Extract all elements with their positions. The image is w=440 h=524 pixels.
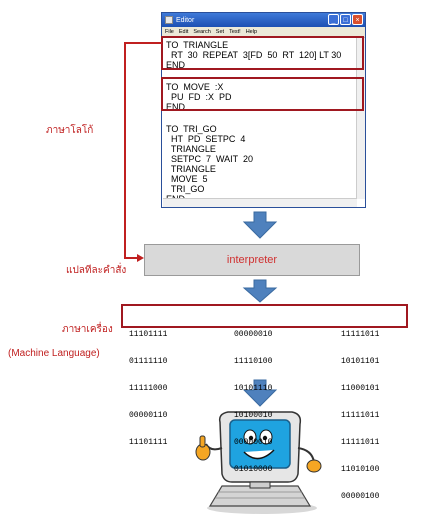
code-line: TO TRI_GO: [166, 124, 217, 134]
interpreter-box: interpreter: [144, 244, 360, 276]
menu-help[interactable]: Help: [245, 29, 257, 35]
machine-code-line: 00000010: [234, 438, 273, 447]
machine-code-line: 10100010: [234, 411, 273, 420]
code-line: MOVE 5: [166, 174, 208, 184]
minimize-button[interactable]: _: [328, 14, 339, 25]
close-button[interactable]: ×: [352, 14, 363, 25]
code-line: HT PD SETPC 4: [166, 134, 246, 144]
down-arrow-icon: [242, 379, 278, 407]
translate-each-command-label: แปลทีละคำสั่ง: [66, 265, 127, 276]
menu-edit[interactable]: Edit: [178, 29, 189, 35]
down-arrow-icon: [242, 211, 278, 239]
machine-code-line: 11101111: [129, 330, 168, 339]
menu-search[interactable]: Search: [193, 29, 211, 35]
machine-code-line: 01111110: [129, 357, 168, 366]
code-line: TRIANGLE: [166, 144, 216, 154]
machine-code-column: 11111011 10101101 11000101 11111011 1111…: [341, 312, 379, 510]
machine-code-highlight: [121, 304, 408, 328]
horizontal-scrollbar[interactable]: [163, 198, 357, 207]
menu-test[interactable]: Test!: [229, 29, 241, 35]
connector-line: [124, 257, 138, 259]
computer-mascot-icon: [195, 411, 322, 514]
highlight-triangle-procedure: [161, 36, 364, 70]
vertical-scrollbar[interactable]: [356, 38, 365, 199]
code-line: TO TRIANGLE: [166, 40, 229, 50]
code-line: END: [166, 102, 186, 112]
machine-code-line: 11000101: [341, 384, 380, 393]
machine-code-line: 00000110: [129, 411, 168, 420]
highlight-move-procedure: [161, 77, 364, 111]
connector-arrowhead: [137, 254, 144, 262]
machine-code-line: 10101110: [234, 384, 273, 393]
menu-file[interactable]: File: [165, 29, 174, 35]
code-editor[interactable]: TO TRIANGLE RT 30 REPEAT 3[FD 50 RT 120]…: [163, 38, 357, 204]
machine-language-thai-label: ภาษาเครื่อง: [62, 324, 113, 335]
editor-titlebar: Editor: [162, 13, 365, 27]
machine-code-line: 11111011: [341, 438, 380, 447]
machine-code-line: 00000100: [341, 492, 380, 501]
machine-code-line: 11010100: [341, 465, 380, 474]
down-arrow-icon: [242, 279, 278, 303]
machine-code-line: 11111011: [341, 330, 380, 339]
code-line: TRI_GO: [166, 184, 205, 194]
code-line: RT 30 REPEAT 3[FD 50 RT 120] LT 30: [166, 50, 342, 60]
logo-language-label: ภาษาโลโก้: [46, 125, 94, 136]
machine-code-line: 11110100: [234, 357, 273, 366]
machine-code-line: 11111000: [129, 384, 168, 393]
machine-code-line: 11101111: [129, 438, 168, 447]
code-line: PU FD :X PD: [166, 92, 232, 102]
machine-code-line: 10101101: [341, 357, 380, 366]
machine-language-en-label: (Machine Language): [8, 348, 100, 359]
machine-code-column: 00000010 11110100 10101110 10100010 0000…: [234, 312, 272, 483]
maximize-button[interactable]: □: [340, 14, 351, 25]
menu-set[interactable]: Set: [215, 29, 225, 35]
code-line: SETPC 7 WAIT 20: [166, 154, 254, 164]
window-controls: _ □ ×: [328, 14, 363, 25]
code-line: TO MOVE :X: [166, 82, 224, 92]
machine-code-column: 11101111 01111110 11111000 00000110 1110…: [129, 312, 167, 456]
code-line: TRIANGLE: [166, 164, 216, 174]
app-icon: [165, 16, 173, 24]
editor-title: Editor: [176, 16, 195, 24]
machine-code-line: 11111011: [341, 411, 380, 420]
connector-line: [124, 42, 162, 44]
machine-code-line: 01010000: [234, 465, 273, 474]
connector-line: [124, 42, 126, 258]
code-line: END: [166, 60, 186, 70]
interpreter-label: interpreter: [226, 254, 278, 266]
machine-code-line: 00000010: [234, 330, 273, 339]
